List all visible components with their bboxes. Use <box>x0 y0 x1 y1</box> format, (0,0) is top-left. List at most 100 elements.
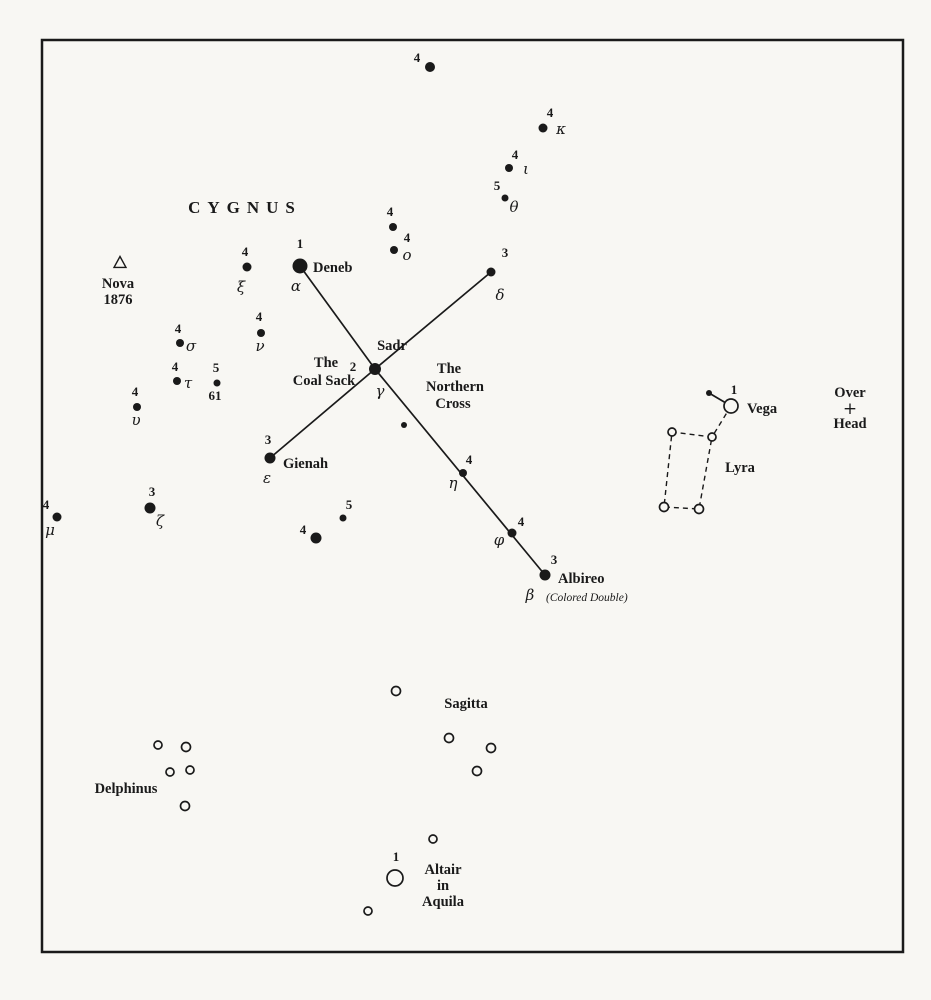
label-overhead-plus: + <box>843 399 857 419</box>
label-cygnus-title: CYGNUS <box>188 198 302 217</box>
label-mag-omicron: 4 <box>404 230 411 245</box>
star-lyra-companion <box>706 390 712 396</box>
star-cygnus-top-4 <box>425 62 435 72</box>
label-name-albireo: Albireo <box>558 571 604 587</box>
label-name-sadr: Sadr <box>377 338 407 354</box>
label-overhead-line2: Head <box>833 416 866 432</box>
star-vega <box>723 398 739 414</box>
label-caption-albireo: (Colored Double) <box>546 592 628 604</box>
star-delphinus-star-2 <box>180 741 192 753</box>
label-mag-kappa: 4 <box>547 105 554 120</box>
label-mag-altair: 1 <box>393 849 400 864</box>
label-mag-eta: 4 <box>466 452 473 467</box>
label-northern-cross-line3: Cross <box>435 396 471 412</box>
label-mag-sadr: 2 <box>350 359 357 374</box>
star-delphinus-star-1 <box>153 740 163 750</box>
label-overhead-line1: Over <box>834 385 866 401</box>
label-greek-upsilon: υ <box>131 411 140 429</box>
label-greek-alpha: α <box>291 277 301 295</box>
star-aquila-star-1 <box>428 834 438 844</box>
label-greek-omicron: o <box>402 246 411 264</box>
star-lyra-corner-2 <box>667 427 677 437</box>
label-mag-five-star: 5 <box>346 497 353 512</box>
star-delphinus-star-3 <box>165 767 175 777</box>
label-coal-sack-line1: The <box>314 355 339 371</box>
label-greek-delta: δ <box>495 286 504 304</box>
label-northern-cross-line2: Northern <box>426 379 484 395</box>
star-upsilon-cygni <box>133 403 141 411</box>
star-tau-cygni <box>173 377 181 385</box>
star-deneb <box>292 258 308 274</box>
label-mag-deneb: 1 <box>297 236 304 251</box>
label-mag-61: 5 <box>213 360 220 375</box>
star-nova-1876 <box>112 255 128 269</box>
star-sadr <box>369 363 381 375</box>
label-mag-sigma: 4 <box>175 321 182 336</box>
label-greek-kappa: κ <box>555 120 566 138</box>
label-greek-nu: ν <box>255 337 264 355</box>
label-mag-top-star: 4 <box>414 50 421 65</box>
star-omicron-cygni <box>390 246 398 254</box>
label-mag-phi: 4 <box>518 514 525 529</box>
label-mag-epsilon: 3 <box>265 432 272 447</box>
label-greek-zeta: ζ <box>156 512 165 530</box>
label-greek-mu: μ <box>45 521 55 539</box>
star-cygnus-star-4b <box>310 532 322 544</box>
label-name-sagitta: Sagitta <box>444 696 488 712</box>
label-greek-iota: ι <box>523 160 529 178</box>
label-mag-xi: 4 <box>242 244 249 259</box>
star-albireo-beta <box>539 569 551 581</box>
lyra-figure-line <box>663 405 732 510</box>
label-greek-xi: ξ <box>237 278 246 296</box>
label-mag-upsilon: 4 <box>132 384 139 399</box>
label-greek-eta: η <box>449 474 458 492</box>
label-name-lyra: Lyra <box>725 460 756 476</box>
label-greek-theta: θ <box>509 198 518 216</box>
chart-border <box>40 38 905 954</box>
star-lyra-corner-1 <box>707 432 717 442</box>
star-lyra-corner-4 <box>693 503 705 515</box>
star-sagitta-star-4 <box>471 765 483 777</box>
star-delta-cygni <box>486 267 496 277</box>
label-name-altair-line2: in <box>437 878 449 894</box>
label-greek-phi: φ <box>494 531 505 549</box>
star-delphinus-star-4 <box>185 765 195 775</box>
label-name-deneb: Deneb <box>313 260 352 276</box>
label-greek-sigma: σ <box>186 337 197 355</box>
star-cygnus-star-a <box>389 223 397 231</box>
star-aquila-star-2 <box>363 906 373 916</box>
label-greek-beta: β <box>525 586 535 604</box>
label-name-delphinus: Delphinus <box>95 781 158 797</box>
label-name-nova-year: 1876 <box>104 292 133 308</box>
star-kappa-cygni <box>538 123 548 133</box>
label-name-gienah: Gienah <box>283 456 328 472</box>
star-sagitta-star-1 <box>390 685 402 697</box>
label-mag-iota: 4 <box>512 147 519 162</box>
label-name-altair-line1: Altair <box>424 862 462 878</box>
star-sigma-cygni <box>176 339 184 347</box>
label-mag-mu: 4 <box>43 497 50 512</box>
label-mag-tau: 4 <box>172 359 179 374</box>
star-61-cygni <box>213 379 221 387</box>
label-mag-albireo: 3 <box>551 552 558 567</box>
star-lyra-corner-3 <box>658 501 670 513</box>
star-nu-cygni <box>257 329 265 337</box>
star-cygnus-star-5 <box>339 514 347 522</box>
star-delphinus-star-5 <box>179 800 191 812</box>
label-mag-theta: 5 <box>494 178 501 193</box>
star-gienah-epsilon <box>264 452 276 464</box>
star-phi-cygni <box>507 528 517 538</box>
star-theta-cygni <box>501 194 509 202</box>
star-sagitta-star-3 <box>485 742 497 754</box>
star-zeta-cygni <box>144 502 156 514</box>
label-mag-four-star: 4 <box>300 522 307 537</box>
star-inner-cross-star <box>401 422 407 428</box>
label-mag-nu: 4 <box>256 309 263 324</box>
label-name-vega: Vega <box>747 401 778 417</box>
star-mu-cygni <box>52 512 62 522</box>
star-eta-cygni <box>459 469 467 477</box>
label-num-61: 61 <box>209 388 222 403</box>
label-mag-vega: 1 <box>731 382 738 397</box>
